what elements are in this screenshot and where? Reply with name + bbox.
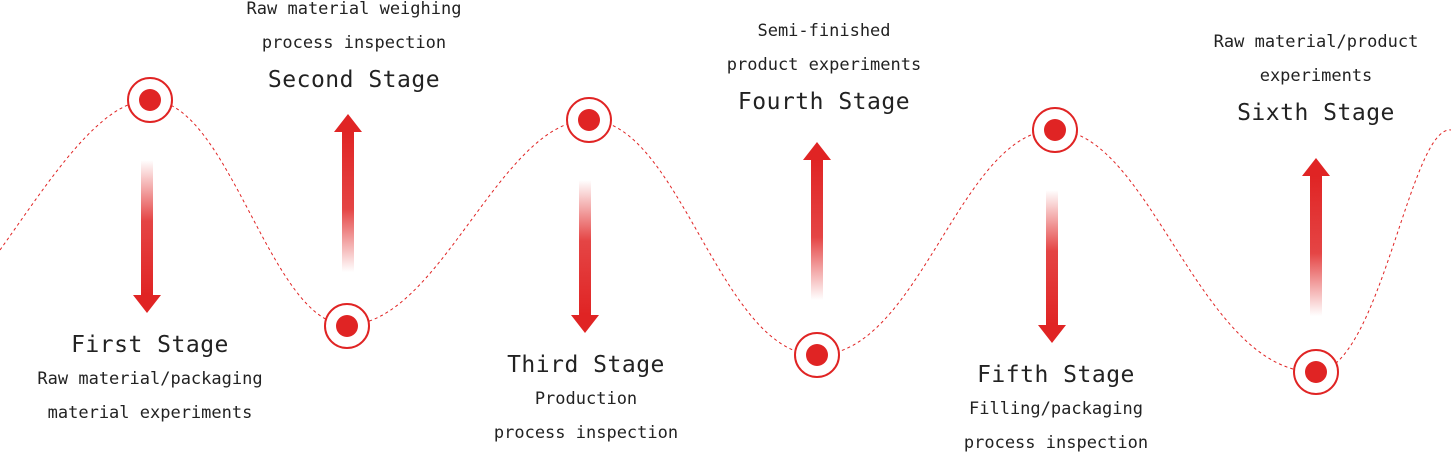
- stage-1-block: First Stage Raw material/packaging mater…: [20, 328, 280, 430]
- arrow-up-icon: [803, 142, 831, 300]
- stage-4-block: Semi-finished product experiments Fourth…: [694, 14, 954, 122]
- stage-title: First Stage: [71, 332, 229, 358]
- node-marker-6: [1293, 349, 1339, 395]
- stage-description: Raw material/product: [1213, 32, 1419, 52]
- stage-description: Filling/packaging: [969, 399, 1143, 419]
- node-marker-4: [794, 332, 840, 378]
- node-marker-1: [127, 77, 173, 123]
- arrow-down-icon: [1038, 190, 1066, 343]
- stage-title: Third Stage: [507, 352, 665, 378]
- stage-2-block: Raw material weighing process inspection…: [224, 0, 484, 100]
- stage-description: experiments: [1259, 66, 1373, 86]
- arrow-up-icon: [334, 114, 362, 272]
- stage-description: Production: [534, 389, 638, 409]
- stage-description: material experiments: [47, 403, 253, 423]
- stage-description: process inspection: [493, 423, 679, 443]
- arrow-up-icon: [1302, 158, 1330, 316]
- stage-title: Second Stage: [267, 67, 441, 93]
- stage-description: Semi-finished: [757, 21, 891, 41]
- arrow-down-icon: [133, 160, 161, 313]
- stage-3-block: Third Stage Production process inspectio…: [456, 348, 716, 450]
- stage-description: process inspection: [261, 33, 447, 53]
- stage-6-block: Raw material/product experiments Sixth S…: [1176, 25, 1451, 133]
- stage-description: Raw material/packaging: [37, 369, 263, 389]
- node-marker-2: [324, 303, 370, 349]
- node-marker-5: [1032, 107, 1078, 153]
- wave-curve: [0, 99, 1451, 373]
- stage-description: process inspection: [963, 433, 1149, 453]
- node-marker-3: [566, 97, 612, 143]
- stage-description: product experiments: [726, 55, 922, 75]
- arrow-down-icon: [571, 180, 599, 333]
- stage-title: Fourth Stage: [737, 89, 911, 115]
- stage-title: Fifth Stage: [977, 362, 1135, 388]
- stage-title: Sixth Stage: [1237, 100, 1395, 126]
- stage-5-block: Fifth Stage Filling/packaging process in…: [926, 358, 1186, 460]
- stage-description: Raw material weighing: [246, 0, 462, 19]
